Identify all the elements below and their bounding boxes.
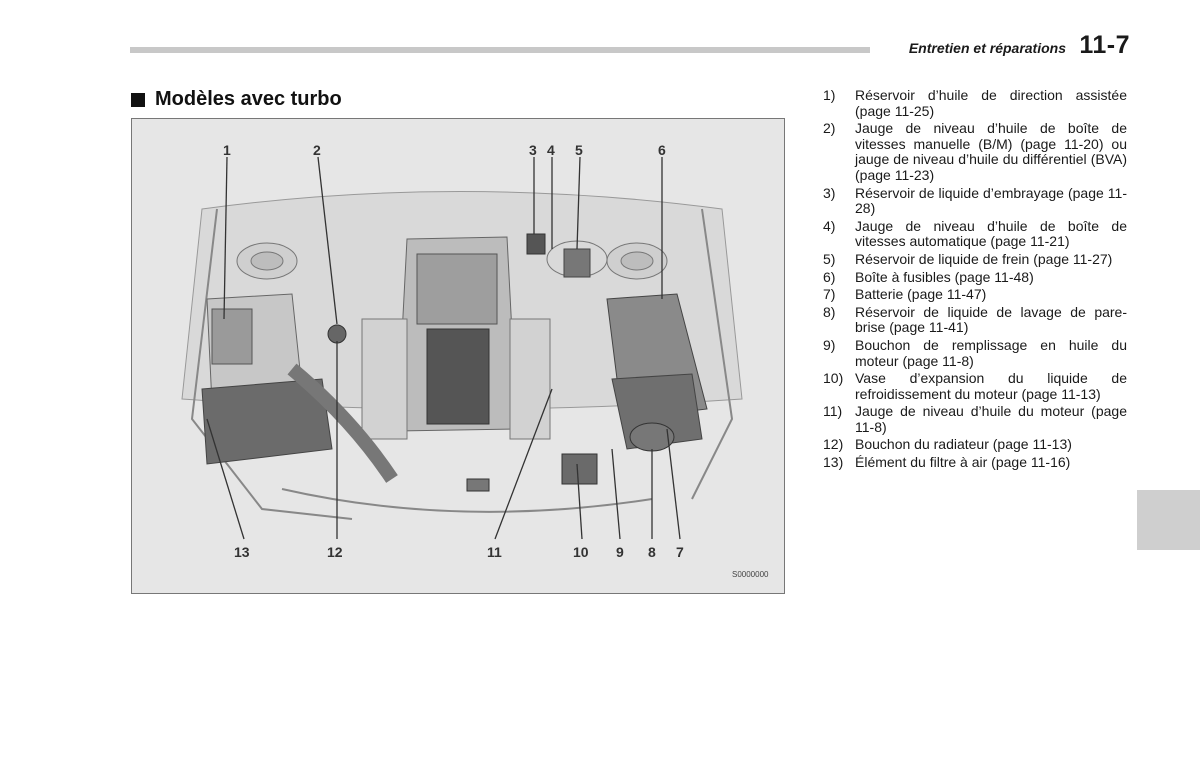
callout-2: 2 [313, 142, 321, 158]
list-item: 10) Vase d’expansion du liquide de refroi… [823, 370, 1127, 402]
page-number: 11-7 [1079, 31, 1130, 59]
list-item: 12) Bouchon du radiateur (page 11-13) [823, 437, 1127, 453]
item-number: 12) [823, 436, 844, 453]
item-text: Réservoir de liquide de frein (page 11-2… [855, 250, 1113, 267]
list-item: 8) Réservoir de liquide de lavage de pare… [823, 303, 1127, 336]
callout-10: 10 [573, 544, 589, 560]
callout-1: 1 [223, 142, 231, 158]
item-text: Jauge de niveau d’huile de boîte de vite… [855, 217, 1127, 250]
list-item: 1) Réservoir d’huile de direction assisté… [823, 87, 1127, 119]
item-text: Réservoir de liquide d’embrayage (page 1… [855, 184, 1127, 217]
item-text: Vase d’expansion du liquide de refroidis… [855, 370, 1127, 402]
item-text: Batterie (page 11-47) [855, 286, 987, 303]
chapter-tab [1137, 490, 1200, 550]
callout-11: 11 [487, 544, 502, 560]
item-number: 5) [823, 250, 836, 267]
item-text: Bouchon de remplissage en huile du moteu… [855, 336, 1127, 369]
item-number: 8) [823, 303, 836, 320]
item-number: 7) [823, 286, 836, 303]
item-number: 1) [823, 87, 836, 103]
list-item: 4) Jauge de niveau d’huile de boîte de vi… [823, 217, 1127, 250]
item-number: 6) [823, 268, 836, 285]
item-number: 3) [823, 184, 836, 201]
item-text: Jauge de niveau d’huile de boîte de vite… [855, 120, 1127, 183]
callout-4: 4 [547, 142, 555, 158]
item-text: Élément du filtre à air (page 11-16) [855, 454, 1071, 471]
figure-code: S0000000 [732, 570, 769, 579]
list-item: 5) Réservoir de liquide de frein (page 11… [823, 250, 1127, 268]
item-text: Jauge de niveau d’huile du moteur (page … [855, 403, 1127, 435]
item-text: Bouchon du radiateur (page 11-13) [855, 436, 1072, 453]
callout-9: 9 [616, 544, 624, 560]
list-item: 7) Batterie (page 11-47) [823, 287, 1127, 303]
section-heading: Modèles avec turbo [131, 88, 342, 111]
section-title-text: Modèles avec turbo [155, 88, 342, 110]
callout-6: 6 [658, 142, 666, 158]
component-list: 1) Réservoir d’huile de direction assisté… [823, 87, 1127, 473]
callout-13: 13 [234, 544, 250, 560]
square-bullet-icon [131, 92, 145, 107]
list-item: 6) Boîte à fusibles (page 11-48) [823, 268, 1127, 286]
callout-3: 3 [529, 142, 537, 158]
header-rule [130, 47, 870, 53]
item-number: 2) [823, 120, 836, 137]
header-section-title: Entretien et réparations [908, 40, 1066, 56]
engine-bay-figure: 1 2 3 4 5 6 13 12 11 10 9 8 7 S0000000 [131, 118, 785, 594]
list-item: 3) Réservoir de liquide d’embrayage (page… [823, 184, 1127, 217]
list-item: 13) Élément du filtre à air (page 11-16) [823, 454, 1127, 471]
list-item: 11) Jauge de niveau d’huile du moteur (pa… [823, 403, 1127, 435]
callout-7: 7 [676, 544, 684, 560]
item-text: Boîte à fusibles (page 11-48) [855, 268, 1034, 285]
item-text: Réservoir de liquide de lavage de pare-b… [855, 303, 1127, 336]
callout-8: 8 [648, 544, 656, 560]
list-item: 9) Bouchon de remplissage en huile du mot… [823, 336, 1127, 369]
callout-5: 5 [575, 142, 583, 158]
list-item: 2) Jauge de niveau d’huile de boîte de vi… [823, 120, 1127, 183]
item-text: Réservoir d’huile de direction assistée … [855, 87, 1127, 119]
item-number: 11) [823, 403, 843, 420]
item-number: 9) [823, 336, 836, 353]
callout-12: 12 [327, 544, 343, 560]
item-number: 10) [823, 370, 844, 387]
engine-bay-illustration: 1 2 3 4 5 6 13 12 11 10 9 8 7 S0000000 [132, 119, 784, 593]
item-number: 13) [823, 454, 844, 471]
item-number: 4) [823, 217, 836, 234]
